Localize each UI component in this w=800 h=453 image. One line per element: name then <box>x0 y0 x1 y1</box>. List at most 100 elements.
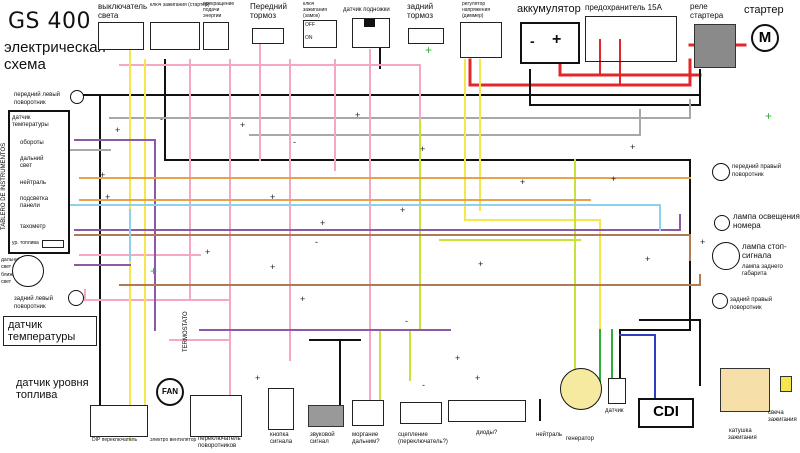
svg-text:+: + <box>270 192 275 202</box>
wire-pink <box>79 39 421 421</box>
plate-light-lamp <box>714 215 730 231</box>
regulator-label-3: (диммер) <box>462 13 484 19</box>
wire-brown <box>74 234 701 286</box>
ignition-lock-label-3: (замок) <box>303 13 320 19</box>
ignition-on-label: ON <box>305 35 313 41</box>
fuse-label: предохранитель 15A <box>585 3 662 12</box>
rear-right-turn-label-2: поворотник <box>730 305 762 311</box>
svg-text:+: + <box>645 254 650 264</box>
cdi-unit: CDI <box>638 398 694 428</box>
flasher-box <box>352 400 384 426</box>
wire-lightblue <box>59 204 661 261</box>
svg-text:+: + <box>205 247 210 257</box>
fuel-level-small-label: ур. топлива <box>12 240 39 246</box>
front-left-turn-lamp <box>70 90 84 104</box>
headlight-low-label-1: ближний <box>1 272 22 278</box>
speedometer-label: тахометр <box>20 224 46 230</box>
fan-switch-label: электро вентилятор <box>150 437 197 443</box>
starter-relay-box <box>694 24 736 68</box>
stop-lamp <box>712 242 740 270</box>
panel-light-label-2: панели <box>20 203 40 209</box>
battery-plus: + <box>552 31 562 48</box>
diagram-subtitle-line2: схема <box>4 56 46 73</box>
temp-gauge-label-2: температуры <box>12 122 49 128</box>
svg-text:+: + <box>611 174 616 184</box>
ignition-off-label: OFF <box>305 22 315 28</box>
fan-motor: FAN <box>156 378 184 406</box>
temp-sensor-box <box>3 316 97 346</box>
pickup-sensor-box <box>608 378 626 404</box>
clutch-switch-box <box>400 402 442 424</box>
front-brake-label-2: тормоз <box>250 11 276 20</box>
neutral-label: нейтраль <box>20 180 47 186</box>
tail-lamp-label-1: лампа заднего <box>742 264 783 270</box>
neutral-switch-label: нейтраль <box>536 432 563 438</box>
svg-text:+: + <box>105 192 110 202</box>
svg-text:-: - <box>405 316 408 326</box>
svg-text:+: + <box>400 205 405 215</box>
dashboard-label: TABLERO DE INSTRUMENTOS <box>1 142 7 230</box>
horn-button-label-1: кнопка <box>270 432 289 438</box>
wire-dark-lower <box>539 319 701 421</box>
ignition-lock-box <box>303 20 337 48</box>
diagram-title: GS 400 <box>8 9 91 34</box>
flasher-label-2: дальним? <box>352 439 380 445</box>
rear-left-turn-label-1: задний левый <box>14 296 53 302</box>
green-plus-marks: + + + <box>150 43 772 278</box>
clutch-label-1: сцепление <box>398 432 428 438</box>
turn-switch-box <box>190 395 242 437</box>
horn-button-box <box>268 388 294 430</box>
starter-motor: M <box>751 24 779 52</box>
starter-label: стартер <box>744 4 784 16</box>
svg-text:+: + <box>300 294 305 304</box>
rear-brake-label-2: тормоз <box>407 11 433 20</box>
svg-text:+: + <box>425 43 432 57</box>
horn-button-label-2: сигнала <box>270 439 293 445</box>
rear-brake-label-1: задний <box>407 2 434 11</box>
svg-text:+: + <box>520 177 525 187</box>
tail-lamp-label-2: габарита <box>742 271 767 277</box>
flasher-label-1: моргание <box>352 432 379 438</box>
engine-kill-label-2: подачи <box>203 7 220 13</box>
starter-relay-label-2: стартера <box>690 11 724 20</box>
headlight-high-label-1: дальний <box>1 257 21 263</box>
wire-black <box>79 59 701 431</box>
ignition-coil-box <box>720 368 770 412</box>
instrument-panel <box>8 110 70 254</box>
temp-sensor-label-1: датчик <box>8 319 43 331</box>
wire-orange <box>79 177 691 201</box>
svg-text:+: + <box>455 353 460 363</box>
rear-left-turn-lamp <box>68 290 84 306</box>
front-left-turn-label-2: поворотник <box>14 100 46 106</box>
front-right-turn-label-2: поворотник <box>732 172 764 178</box>
spark-plug <box>780 376 792 392</box>
front-brake-label-1: Передний <box>250 2 287 11</box>
kickstand-sensor-mark <box>364 19 375 27</box>
panel-light-label-1: подсветка <box>20 196 49 202</box>
svg-text:+: + <box>700 237 705 247</box>
wire-pink-2 <box>289 49 371 401</box>
dip-switch-label: DIP переключатель <box>92 437 138 443</box>
svg-text:+: + <box>478 259 483 269</box>
stop-lamp-label-1: лампа стоп- <box>742 242 787 251</box>
thermostat-label: TERMOSTATO <box>183 311 189 352</box>
svg-text:+: + <box>270 262 275 272</box>
rear-brake-switch <box>408 28 444 44</box>
svg-text:+: + <box>150 264 157 278</box>
temp-gauge-label-1: датчик <box>12 115 31 121</box>
plate-light-label-2: номера <box>733 221 761 230</box>
wire-red-2 <box>599 39 621 86</box>
headlight-high-label-2: свет <box>1 264 12 270</box>
front-left-turn-label-1: передний левый <box>14 92 61 98</box>
svg-text:+: + <box>115 125 120 135</box>
svg-text:-: - <box>293 137 296 147</box>
ignition-coil-label-2: зажигания <box>728 435 757 441</box>
svg-text:-: - <box>422 380 425 390</box>
voltage-regulator-box <box>460 22 502 58</box>
rear-right-turn-lamp <box>712 293 728 309</box>
headlight-low-label-2: свет <box>1 279 12 285</box>
battery-label: аккумулятор <box>517 3 581 15</box>
svg-text:+: + <box>255 373 260 383</box>
